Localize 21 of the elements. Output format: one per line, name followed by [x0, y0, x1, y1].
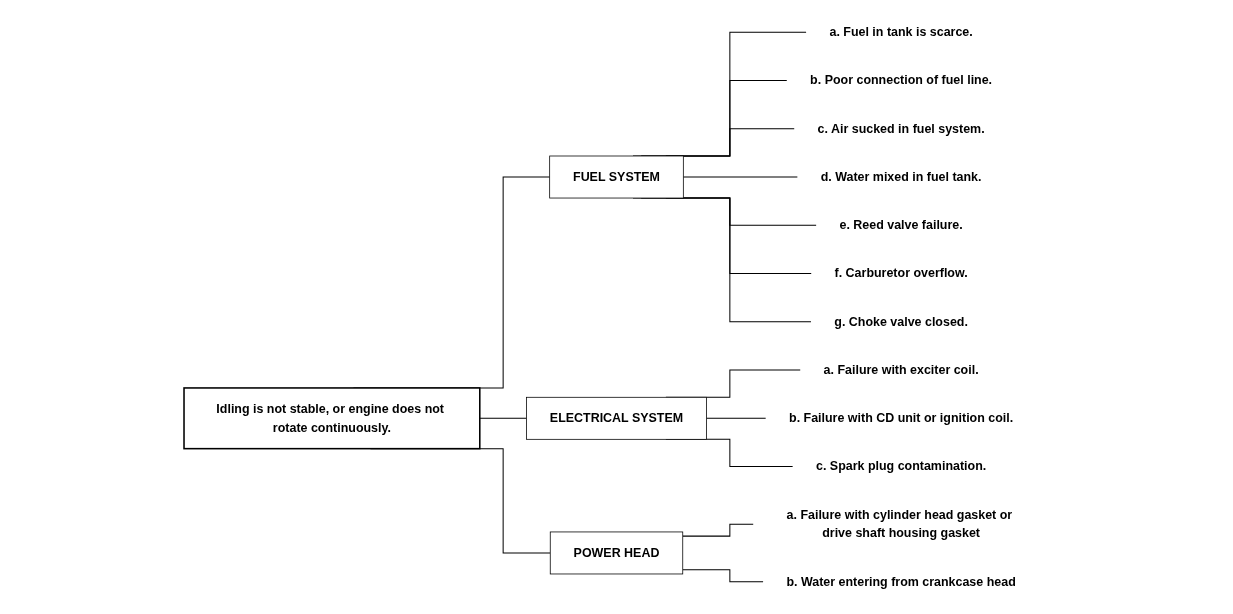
node-text: a. Failure with exciter coil.	[823, 363, 979, 377]
node-text: g. Choke valve closed.	[834, 314, 968, 329]
node-text: a. Fuel in tank is scarce.	[829, 25, 973, 39]
node-text: c. Spark plug contamination.	[815, 459, 987, 473]
node-box: ELECTRICAL SYSTEM	[526, 396, 707, 440]
node-text: b. Poor connection of fuel line.	[810, 73, 993, 87]
node-text: d. Water mixed in fuel tank.	[820, 170, 982, 184]
connector	[706, 417, 767, 419]
connector	[479, 417, 527, 419]
connector	[682, 523, 754, 537]
node-text: a. Failure with cylinder head gasket or drive shaft housing gasket	[786, 507, 1013, 540]
connector	[682, 569, 764, 583]
node-box: POWER HEAD	[549, 531, 684, 575]
node-box: Idling is not stable, or engine does not rotate continuously.	[183, 387, 481, 450]
node-box: FUEL SYSTEM	[549, 155, 684, 199]
node-text: c. Air sucked in fuel system.	[817, 121, 985, 135]
connector	[682, 176, 798, 178]
node-text: b. Water entering from crankcase head	[786, 574, 1016, 588]
node-text: b. Failure with CD unit or ignition coil.	[789, 411, 1014, 425]
node-text: e. Reed valve failure.	[839, 218, 963, 232]
node-text: f. Carburetor overflow.	[834, 266, 968, 280]
